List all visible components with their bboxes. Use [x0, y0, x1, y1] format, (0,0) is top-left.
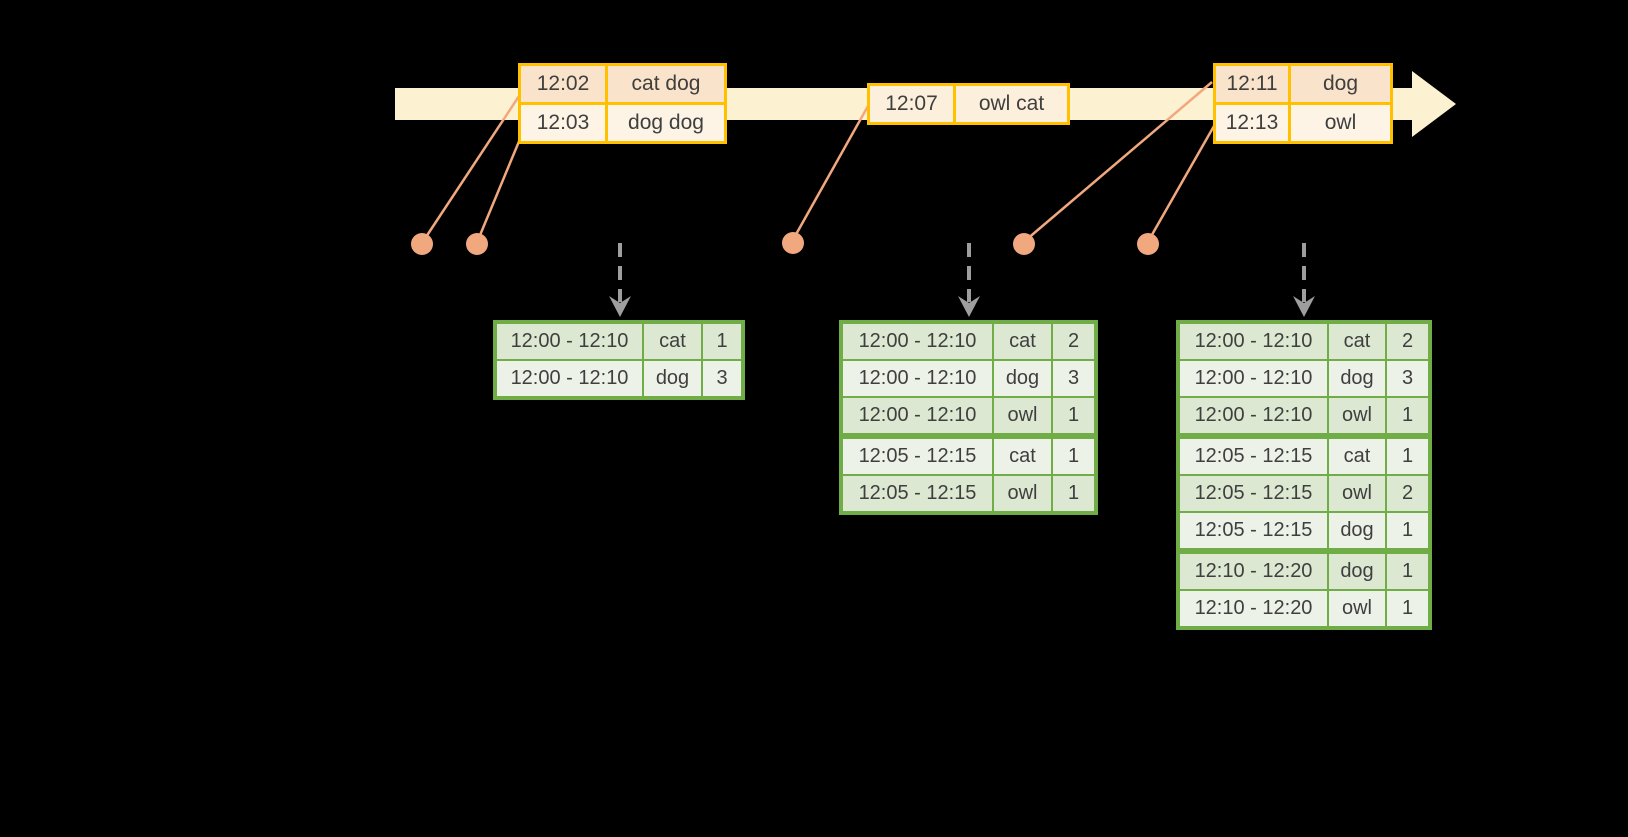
- window-cell: 12:00 - 12:10: [843, 324, 992, 359]
- event-words: cat dog: [608, 66, 724, 102]
- table-row: 12:00 - 12:10 cat 2: [1180, 324, 1428, 359]
- event-time: 12:13: [1216, 105, 1288, 141]
- table-row: 12:05 - 12:15 cat 1: [843, 439, 1094, 474]
- window-cell: 12:05 - 12:15: [843, 476, 992, 511]
- result-table-3: 12:00 - 12:10 cat 2 12:00 - 12:10 dog 3 …: [1176, 320, 1432, 630]
- word-cell: owl: [1329, 591, 1385, 626]
- count-cell: 1: [1387, 554, 1428, 589]
- window-cell: 12:05 - 12:15: [1180, 513, 1327, 548]
- window-cell: 12:05 - 12:15: [1180, 439, 1327, 474]
- word-cell: owl: [994, 398, 1051, 433]
- window-cell: 12:00 - 12:10: [497, 324, 642, 359]
- count-cell: 2: [1387, 476, 1428, 511]
- count-cell: 1: [1387, 513, 1428, 548]
- table-row: 12:05 - 12:15 dog 1: [1180, 513, 1428, 548]
- timeline-arrowhead-icon: [1412, 71, 1456, 137]
- event-line-1211: [1025, 81, 1213, 241]
- event-words: owl: [1291, 105, 1390, 141]
- event-line-1202: [422, 89, 525, 241]
- table-row: 12:00 - 12:10 owl 1: [843, 398, 1094, 433]
- event-time: 12:11: [1216, 66, 1288, 102]
- event-dot-icon: [466, 233, 488, 255]
- window-cell: 12:00 - 12:10: [1180, 324, 1327, 359]
- event-words: owl cat: [956, 86, 1067, 122]
- word-cell: cat: [644, 324, 701, 359]
- event-time: 12:07: [870, 86, 953, 122]
- count-cell: 1: [1387, 439, 1428, 474]
- word-cell: owl: [1329, 398, 1385, 433]
- window-cell: 12:00 - 12:10: [1180, 361, 1327, 396]
- word-cell: owl: [994, 476, 1051, 511]
- table-row: 12:00 - 12:10 cat 1: [497, 324, 741, 359]
- count-cell: 1: [1053, 476, 1094, 511]
- table-row: 12:10 - 12:20 owl 1: [1180, 591, 1428, 626]
- table-row: 12:00 - 12:10 dog 3: [497, 361, 741, 396]
- event-box-1202-1203: 12:02 cat dog 12:03 dog dog: [518, 63, 727, 144]
- event-line-1207: [792, 105, 870, 239]
- word-cell: cat: [1329, 324, 1385, 359]
- count-cell: 1: [1387, 398, 1428, 433]
- table-row: 12:05 - 12:15 owl 1: [843, 476, 1094, 511]
- trigger-arrowhead-icon: [1293, 296, 1315, 317]
- window-cell: 12:10 - 12:20: [1180, 591, 1327, 626]
- count-cell: 2: [1053, 324, 1094, 359]
- trigger-arrowhead-icon: [609, 296, 631, 317]
- count-cell: 1: [1053, 398, 1094, 433]
- window-cell: 12:05 - 12:15: [1180, 476, 1327, 511]
- event-dot-icon: [782, 232, 804, 254]
- word-cell: dog: [644, 361, 701, 396]
- table-row: 12:10 - 12:20 dog 1: [1180, 554, 1428, 589]
- result-table-1: 12:00 - 12:10 cat 1 12:00 - 12:10 dog 3: [493, 320, 745, 400]
- event-time: 12:02: [521, 66, 605, 102]
- count-cell: 1: [1053, 439, 1094, 474]
- word-cell: dog: [1329, 513, 1385, 548]
- event-box-1211-1213: 12:11 dog 12:13 owl: [1213, 63, 1393, 144]
- word-cell: cat: [994, 439, 1051, 474]
- event-dot-icon: [411, 233, 433, 255]
- word-cell: dog: [1329, 554, 1385, 589]
- table-row: 12:05 - 12:15 owl 2: [1180, 476, 1428, 511]
- event-line-1203: [476, 126, 527, 241]
- word-cell: cat: [994, 324, 1051, 359]
- window-cell: 12:00 - 12:10: [843, 361, 992, 396]
- word-cell: dog: [994, 361, 1051, 396]
- trigger-arrows: [609, 243, 1315, 317]
- event-box-1207: 12:07 owl cat: [867, 83, 1070, 125]
- table-row: 12:05 - 12:15 cat 1: [1180, 439, 1428, 474]
- trigger-arrowhead-icon: [958, 296, 980, 317]
- table-row: 12:00 - 12:10 dog 3: [1180, 361, 1428, 396]
- word-cell: dog: [1329, 361, 1385, 396]
- event-line-1213: [1147, 125, 1216, 241]
- event-dots: [411, 232, 1159, 255]
- window-cell: 12:00 - 12:10: [497, 361, 642, 396]
- count-cell: 3: [1053, 361, 1094, 396]
- table-row: 12:00 - 12:10 cat 2: [843, 324, 1094, 359]
- count-cell: 3: [703, 361, 741, 396]
- table-row: 12:00 - 12:10 owl 1: [1180, 398, 1428, 433]
- event-words: dog: [1291, 66, 1390, 102]
- result-table-2: 12:00 - 12:10 cat 2 12:00 - 12:10 dog 3 …: [839, 320, 1098, 515]
- word-cell: owl: [1329, 476, 1385, 511]
- count-cell: 3: [1387, 361, 1428, 396]
- event-words: dog dog: [608, 105, 724, 141]
- count-cell: 2: [1387, 324, 1428, 359]
- window-cell: 12:00 - 12:10: [1180, 398, 1327, 433]
- window-cell: 12:10 - 12:20: [1180, 554, 1327, 589]
- table-row: 12:00 - 12:10 dog 3: [843, 361, 1094, 396]
- window-cell: 12:05 - 12:15: [843, 439, 992, 474]
- event-dot-icon: [1013, 233, 1035, 255]
- window-cell: 12:00 - 12:10: [843, 398, 992, 433]
- event-time: 12:03: [521, 105, 605, 141]
- count-cell: 1: [1387, 591, 1428, 626]
- word-cell: cat: [1329, 439, 1385, 474]
- event-connector-lines: [422, 81, 1216, 241]
- count-cell: 1: [703, 324, 741, 359]
- event-dot-icon: [1137, 233, 1159, 255]
